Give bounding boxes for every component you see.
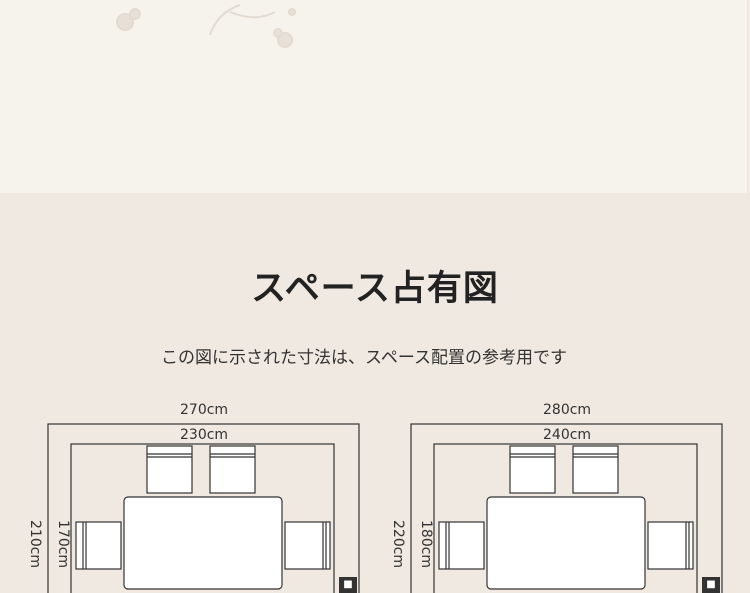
inner-width-label: 230cm <box>180 427 229 443</box>
floral-branch-icon <box>116 4 296 48</box>
decorative-header-panel <box>0 0 748 193</box>
page-subtitle: この図に示された寸法は、スペース配置の参考用です <box>161 348 567 368</box>
page-title: スペース占有図 <box>251 269 499 309</box>
floor-plan-drawing <box>47 423 360 593</box>
door-icon: ■ <box>339 577 357 593</box>
inner-depth-label: 180cm <box>418 520 434 569</box>
space-diagram-1: 270cm 230cm 210cm 170cm ■ <box>20 400 360 593</box>
inner-width-label: 240cm <box>543 427 592 443</box>
outer-depth-label: 220cm <box>390 520 406 569</box>
space-diagram-2: 280cm 240cm 220cm 180cm ■ <box>383 400 723 593</box>
outer-width-label: 280cm <box>543 402 592 418</box>
inner-depth-label: 170cm <box>55 520 71 569</box>
outer-depth-label: 210cm <box>27 520 43 569</box>
door-icon: ■ <box>702 577 720 593</box>
floor-plan-drawing <box>410 423 723 593</box>
outer-width-label: 270cm <box>180 402 229 418</box>
